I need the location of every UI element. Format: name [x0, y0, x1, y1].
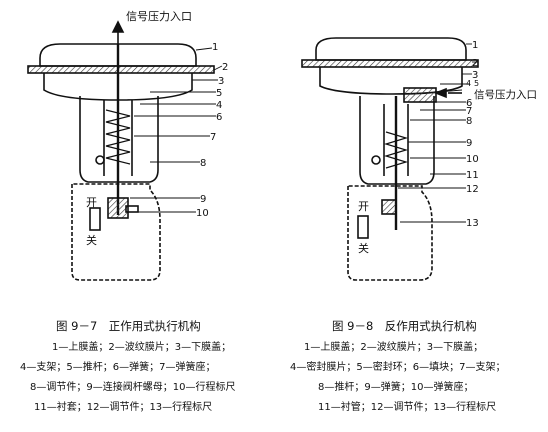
- left-stem-nut: [107, 197, 129, 219]
- left-part-7: 7: [210, 132, 216, 143]
- left-switch-window: [89, 207, 101, 231]
- right-part-numbers: 1 2 3 4 5 6 7 8 9 10 11 12 13: [466, 40, 479, 229]
- right-legend-line-4: 11—衬管；12—调节件；13—行程标尺: [318, 402, 497, 413]
- right-part-13: 13: [466, 218, 479, 229]
- right-part-7: 7: [466, 106, 472, 117]
- left-part-9: 9: [200, 194, 206, 205]
- right-part-1: 1: [472, 40, 478, 51]
- right-part-8: 8: [466, 116, 472, 127]
- right-seal-block: [403, 87, 437, 103]
- right-caption: 图 9－8 反作用式执行机构: [332, 319, 477, 333]
- right-body: [347, 185, 433, 281]
- left-switch-close: 关: [86, 233, 97, 247]
- right-legend-line-2: 4—密封膜片；5—密封环；6—填块；7—支架；: [290, 362, 506, 373]
- left-part-10: 10: [196, 208, 209, 219]
- right-actuator: [301, 37, 479, 281]
- right-switch-close: 关: [358, 241, 369, 255]
- left-legend-line-4: 11—衬套；12—调节件；13—行程标尺: [34, 402, 213, 413]
- left-part-5: 5: [216, 88, 222, 99]
- left-part-6: 6: [216, 112, 222, 123]
- right-part-6: 6: [466, 98, 472, 109]
- left-part-2: 2: [222, 62, 228, 73]
- left-actuator: [27, 20, 223, 281]
- right-part-12: 12: [466, 184, 479, 195]
- left-part-numbers: 1 2 3 5 4 6 7 8 9 10: [196, 42, 228, 219]
- left-signal-label: 信号压力入口: [126, 10, 192, 23]
- left-part-3: 3: [218, 76, 224, 87]
- right-lower-cover: [319, 67, 463, 95]
- left-bolt-mark: [95, 155, 105, 165]
- right-leader-lines: [398, 43, 478, 223]
- right-upper-cover: [315, 37, 467, 61]
- right-part-2: 2: [472, 58, 478, 69]
- right-part-9: 9: [466, 138, 472, 149]
- right-signal-arrowhead: [433, 87, 447, 99]
- left-part-1: 1: [212, 42, 218, 53]
- left-travel-scale: [125, 205, 139, 213]
- right-part-3: 3: [472, 70, 478, 81]
- left-legend-line-3: 8—调节件；9—连接阀杆螺母；10—行程标尺: [30, 382, 236, 393]
- right-part-5: 5: [474, 79, 479, 88]
- left-caption: 图 9－7 正作用式执行机构: [56, 319, 201, 333]
- right-legend-line-3: 8—推杆；9—弹簧；10—弹簧座；: [318, 382, 474, 393]
- left-switch-open: 开: [86, 196, 97, 209]
- right-part-10: 10: [466, 154, 479, 165]
- right-part-11: 11: [466, 170, 479, 181]
- left-part-4: 4: [216, 100, 222, 111]
- left-legend-line-2: 4—支架；5—推杆；6—弹簧；7—弹簧座；: [20, 362, 216, 373]
- left-leader-lines: [130, 47, 223, 213]
- right-spring: [383, 131, 409, 169]
- left-signal-arrowhead: [111, 20, 125, 33]
- left-spring: [105, 109, 131, 165]
- left-legend-line-1: 1—上膜盖；2—波纹膜片；3—下膜盖；: [52, 342, 232, 353]
- left-part-8: 8: [200, 158, 206, 169]
- right-diaphragm-flange: [301, 59, 479, 68]
- right-switch-window: [357, 215, 369, 239]
- right-switch-open: 开: [358, 200, 369, 213]
- right-part-4: 4: [466, 79, 471, 88]
- right-legend-line-1: 1—上膜盖；2—波纹膜片；3—下膜盖；: [304, 342, 484, 353]
- right-adjuster: [381, 199, 397, 215]
- right-signal-label: 信号压力入口: [474, 88, 537, 101]
- right-bolt-mark: [371, 155, 381, 165]
- left-diaphragm-flange: [27, 65, 215, 74]
